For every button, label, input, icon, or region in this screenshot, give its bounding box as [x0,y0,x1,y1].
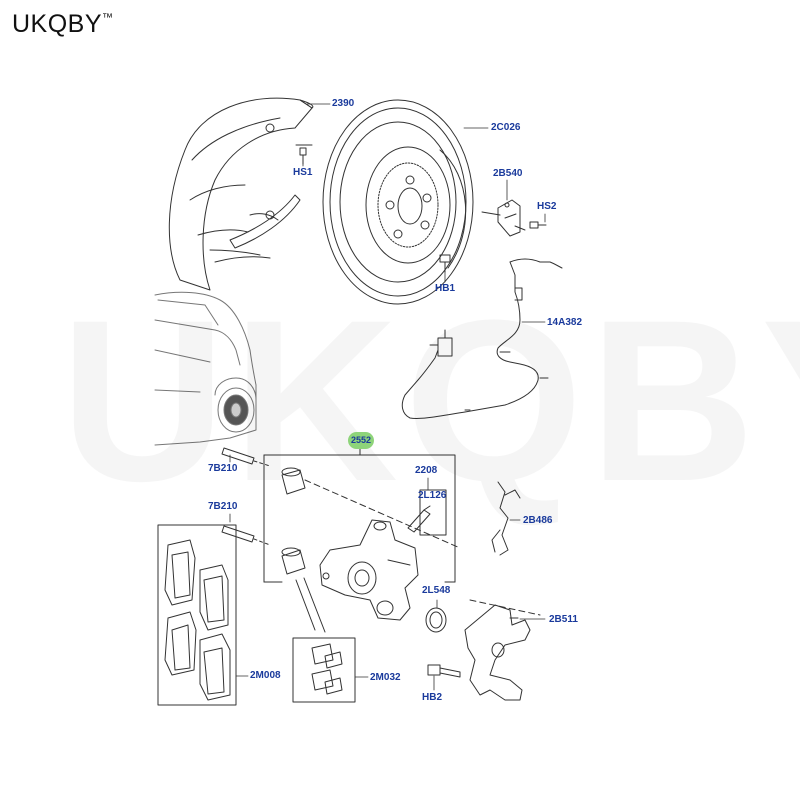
brake-caliper-part [319,519,419,621]
leader-lines [229,103,546,691]
label-2l548: 2L548 [422,585,451,596]
label-14a382: 14A382 [547,317,583,328]
bolt-hb2-part [427,664,461,678]
label-7b210-upper: 7B210 [208,463,238,474]
label-hs2: HS2 [537,201,557,212]
label-2b486: 2B486 [523,515,553,526]
brake-pads-kit-frame [157,524,237,706]
bushing-upper-part [281,467,461,549]
abs-sensor-wire-part [401,258,563,419]
brand-logo: UKQBY™ [12,10,114,38]
assembly-dashed-line [469,599,541,616]
caliper-kit-frame [263,445,456,583]
label-2b511: 2B511 [549,614,578,625]
bleed-valve-part [407,505,431,533]
bushing-lower-part [281,547,326,633]
brake-disc-part [322,99,474,305]
label-hb2: HB2 [422,692,443,703]
caliper-carrier-part [464,604,531,701]
bolt-hb1-part [439,254,451,273]
dust-shield-part [168,97,314,291]
bolt-hs1-part [295,144,313,165]
label-hs1: HS1 [293,167,313,178]
guide-pin-upper-part [221,447,271,467]
guide-sleeve-kit-frame [292,637,356,703]
label-2c026: 2C026 [491,122,521,133]
label-hb1: HB1 [435,283,456,294]
label-2390: 2390 [332,98,355,109]
label-2m032: 2M032 [370,672,401,683]
vehicle-outline [154,291,257,446]
label-2b540: 2B540 [493,168,523,179]
label-2552: 2552 [348,432,375,449]
label-2l126: 2L126 [418,490,447,501]
sensor-bracket-part [481,199,526,237]
piston-seal-part [425,607,447,633]
bolt-hs2-part [529,221,547,229]
guide-pin-lower-part [221,525,271,546]
label-2m008: 2M008 [250,670,281,681]
label-2208: 2208 [415,465,438,476]
spring-clip-part [491,481,521,556]
label-7b210-lower: 7B210 [208,501,238,512]
